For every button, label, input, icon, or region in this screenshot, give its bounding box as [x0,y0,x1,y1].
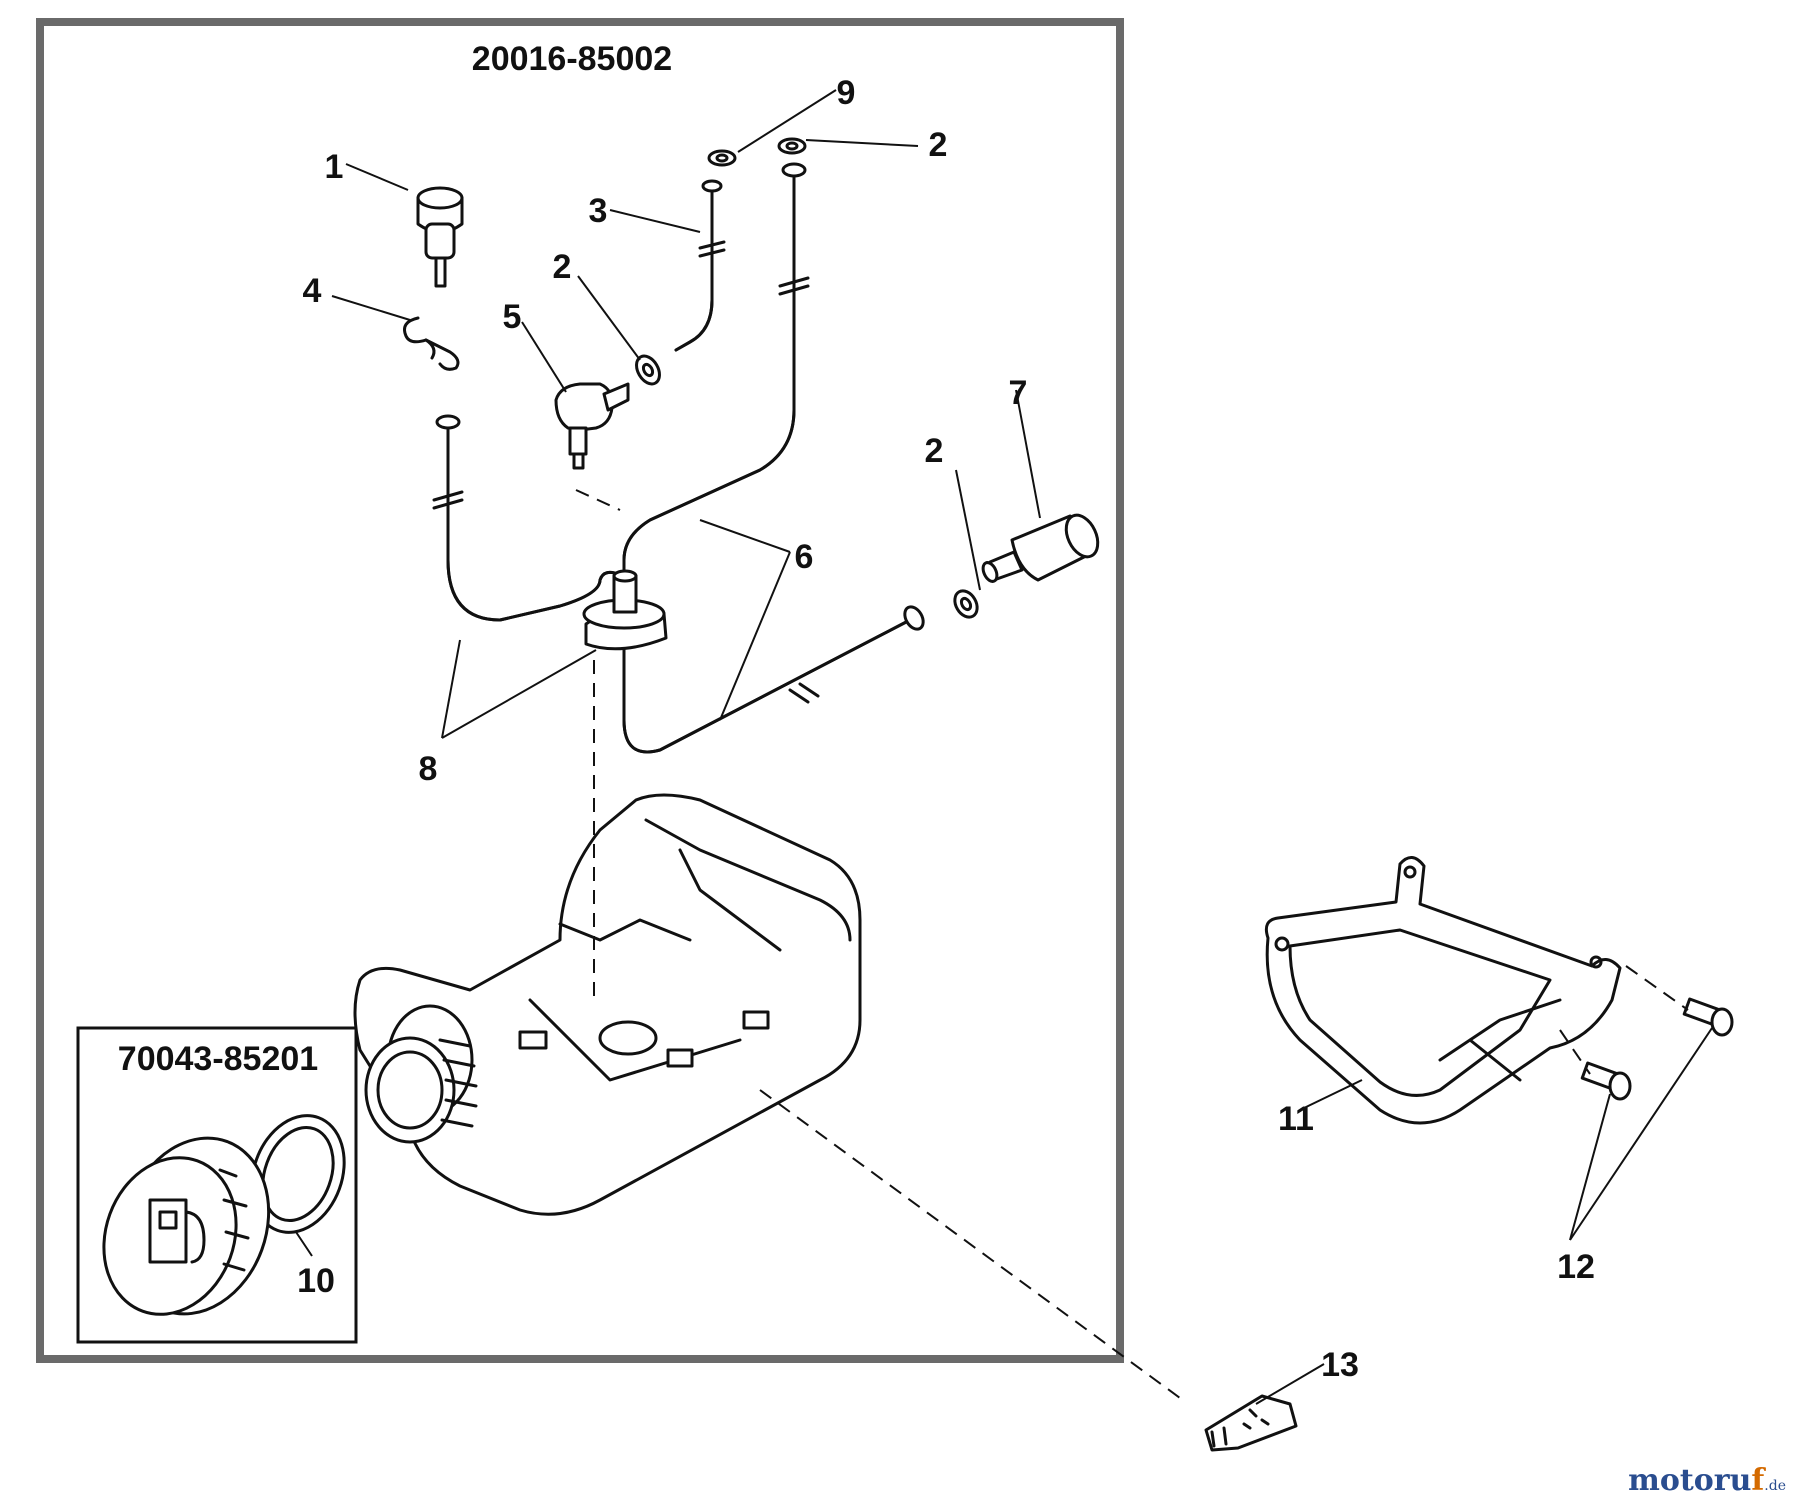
callout-11: 11 [1278,1100,1314,1138]
cap-gasket-icon [250,1114,346,1234]
callout-2-top: 2 [929,126,948,164]
assembly-number-main: 20016-85002 [472,40,672,78]
fuel-tank-icon [353,793,862,1216]
tank-vent-icon [416,186,464,288]
callout-5: 5 [503,298,522,336]
assembly-dashed-lines [575,489,1689,1399]
callout-6: 6 [795,538,814,576]
callout-1: 1 [325,148,344,186]
washer-icon [635,354,661,386]
callout-3: 3 [589,192,608,230]
callout-7: 7 [1009,374,1028,412]
assembly-number-cap: 70043-85201 [118,1040,318,1078]
elbow-fitting-icon [554,382,630,470]
return-tube-icon [674,179,726,352]
bolt-icon [1682,997,1734,1037]
fuel-filter-icon [981,513,1100,583]
rubber-mount-icon [1204,1394,1298,1452]
watermark-accent: f [1751,1463,1765,1498]
assembly-frame [36,18,1124,1363]
callout-13: 13 [1321,1346,1359,1384]
callout-9: 9 [837,74,856,112]
tank-bracket-icon [1264,856,1622,1125]
fuel-cap-icon [102,1136,271,1316]
bolt-icon [1580,1061,1632,1101]
grommet-tube-icon [432,414,668,651]
callout-4: 4 [303,272,322,310]
callout-10: 10 [297,1262,335,1300]
callout-12: 12 [1557,1248,1595,1286]
cap-subassembly-box [76,1026,358,1344]
callout-8: 8 [419,750,438,788]
washer-icon [707,149,737,167]
washer-icon [953,589,979,619]
watermark-logo: motoruf.de [1628,1463,1786,1498]
leader-lines [295,89,1713,1405]
callout-2-middle: 2 [553,248,572,286]
watermark-main: motoru [1628,1463,1752,1498]
fuel-tube-icon [622,162,925,754]
watermark-suffix: .de [1764,1478,1786,1494]
spring-clip-icon [403,316,460,371]
washer-icon [777,137,807,155]
callout-2-right: 2 [925,432,944,470]
